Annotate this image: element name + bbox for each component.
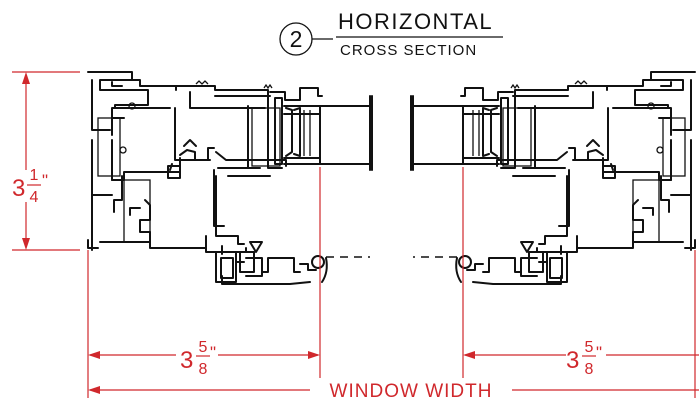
right-offset-dimension: 3 5 8 " (463, 339, 699, 378)
window-width-label: WINDOW WIDTH (330, 381, 493, 402)
height-dim-unit: " (42, 171, 48, 190)
height-dim-whole: 3 (12, 175, 25, 202)
title-sub: CROSS SECTION (340, 42, 477, 59)
right-dim-denominator: 8 (585, 361, 594, 378)
left-dim-unit: " (210, 343, 216, 362)
left-dim-whole: 3 (180, 347, 193, 374)
right-dim-unit: " (596, 343, 602, 362)
window-width-dimension: WINDOW WIDTH (88, 381, 699, 402)
left-dim-denominator: 8 (199, 361, 208, 378)
height-dimension: 3 1 4 " (12, 71, 80, 251)
left-jamb-section (87, 71, 373, 399)
title-main: HORIZONTAL (338, 9, 493, 34)
height-dim-numerator: 1 (30, 167, 39, 184)
left-dim-numerator: 5 (199, 339, 208, 356)
right-dim-numerator: 5 (585, 339, 594, 356)
right-jamb-section (410, 71, 696, 399)
right-dim-whole: 3 (566, 347, 579, 374)
height-dim-denominator: 4 (30, 189, 39, 206)
left-offset-dimension: 3 5 8 " (88, 339, 320, 378)
detail-number: 2 (290, 26, 303, 52)
